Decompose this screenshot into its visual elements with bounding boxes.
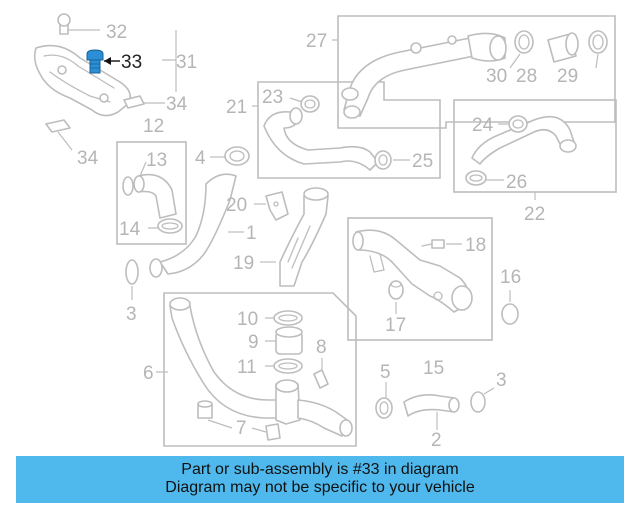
hose-part-28	[547, 32, 579, 63]
clamp-part-14	[157, 218, 183, 234]
callout-30: 30	[486, 66, 507, 87]
group-box-27	[337, 15, 616, 129]
pad-part-34b	[45, 119, 71, 133]
arrow-33	[104, 57, 120, 65]
callout-2: 2	[431, 430, 442, 451]
hose-part-1	[149, 173, 237, 278]
pipe-part-27	[341, 32, 507, 119]
ring-part-16	[501, 303, 519, 325]
group-box-21	[257, 81, 441, 179]
bolt-part-8	[313, 369, 329, 389]
group-box-12	[116, 141, 187, 245]
pad-part-34a	[123, 95, 145, 109]
callout-20: 20	[226, 195, 247, 216]
hose-part-2	[403, 394, 460, 417]
callout-23: 23	[262, 87, 283, 108]
callout-34-lower: 34	[77, 148, 99, 169]
callout-11: 11	[237, 357, 257, 378]
callout-10: 10	[237, 309, 258, 330]
callout-31: 31	[176, 52, 197, 73]
callout-1: 1	[246, 223, 257, 244]
callout-28: 28	[516, 66, 537, 87]
bracket-part-31	[33, 13, 131, 117]
hose-part-9	[275, 326, 303, 355]
grommet-part-7a	[197, 400, 213, 419]
hose-part-22	[471, 115, 577, 165]
bracket-part-20	[265, 191, 289, 221]
callout-32: 32	[106, 22, 127, 43]
callout-21: 21	[226, 97, 247, 118]
hose-part-21	[263, 107, 379, 171]
clamp-part-11	[273, 358, 303, 374]
clamp-part-23	[300, 95, 320, 113]
tube-part-19	[279, 187, 329, 287]
callout-13: 13	[146, 150, 167, 171]
callout-22: 22	[524, 204, 545, 225]
group-box-6	[163, 292, 357, 447]
clamp-part-4	[224, 146, 250, 166]
info-banner: Part or sub-assembly is #33 in diagram D…	[16, 456, 624, 503]
callout-16: 16	[500, 267, 521, 288]
hose-part-12	[133, 173, 177, 219]
parts-diagram: 32 33 31 34 12 34 27 30 28 29 21 23 25 2…	[33, 13, 617, 451]
callout-8: 8	[316, 337, 327, 358]
grommet-part-17	[388, 280, 404, 300]
callout-24: 24	[472, 115, 494, 136]
callout-27: 27	[306, 31, 327, 52]
callout-17: 17	[385, 315, 406, 336]
clamp-part-10	[273, 310, 303, 326]
callout-19: 19	[233, 253, 254, 274]
callout-5: 5	[380, 362, 391, 383]
callout-4: 4	[195, 148, 206, 169]
callout-3-left: 3	[126, 304, 137, 325]
callout-6: 6	[143, 363, 154, 384]
callout-26: 26	[506, 172, 527, 193]
banner-line-2: Diagram may not be specific to your vehi…	[165, 479, 475, 496]
group-box-15	[347, 217, 493, 341]
callout-34-upper: 34	[166, 94, 188, 115]
ring-part-3b	[470, 391, 486, 413]
grommet-part-7b	[265, 423, 281, 441]
callout-15: 15	[423, 358, 444, 379]
clamp-part-26	[465, 170, 487, 186]
clamp-part-30	[514, 30, 534, 54]
clamp-part-25	[374, 150, 392, 170]
clamp-part-5	[375, 397, 393, 419]
callout-7: 7	[236, 418, 247, 439]
callout-18: 18	[465, 235, 486, 256]
callout-9: 9	[248, 332, 259, 353]
clamp-part-29	[588, 30, 608, 54]
callout-29: 29	[557, 66, 578, 87]
ring-part-3a	[125, 259, 139, 285]
seal-part-13	[122, 176, 134, 196]
callout-12: 12	[143, 116, 164, 137]
banner-line-1: Part or sub-assembly is #33 in diagram	[181, 461, 459, 478]
bolt-part-18	[421, 239, 445, 249]
callout-3-right: 3	[496, 370, 507, 391]
bolt-part-33	[86, 49, 104, 74]
callout-25: 25	[412, 151, 433, 172]
clamp-part-24	[508, 115, 528, 133]
pipe-part-6	[169, 297, 353, 437]
callout-33: 33	[121, 52, 142, 73]
callout-14: 14	[119, 219, 141, 240]
pipe-part-15	[352, 229, 473, 313]
